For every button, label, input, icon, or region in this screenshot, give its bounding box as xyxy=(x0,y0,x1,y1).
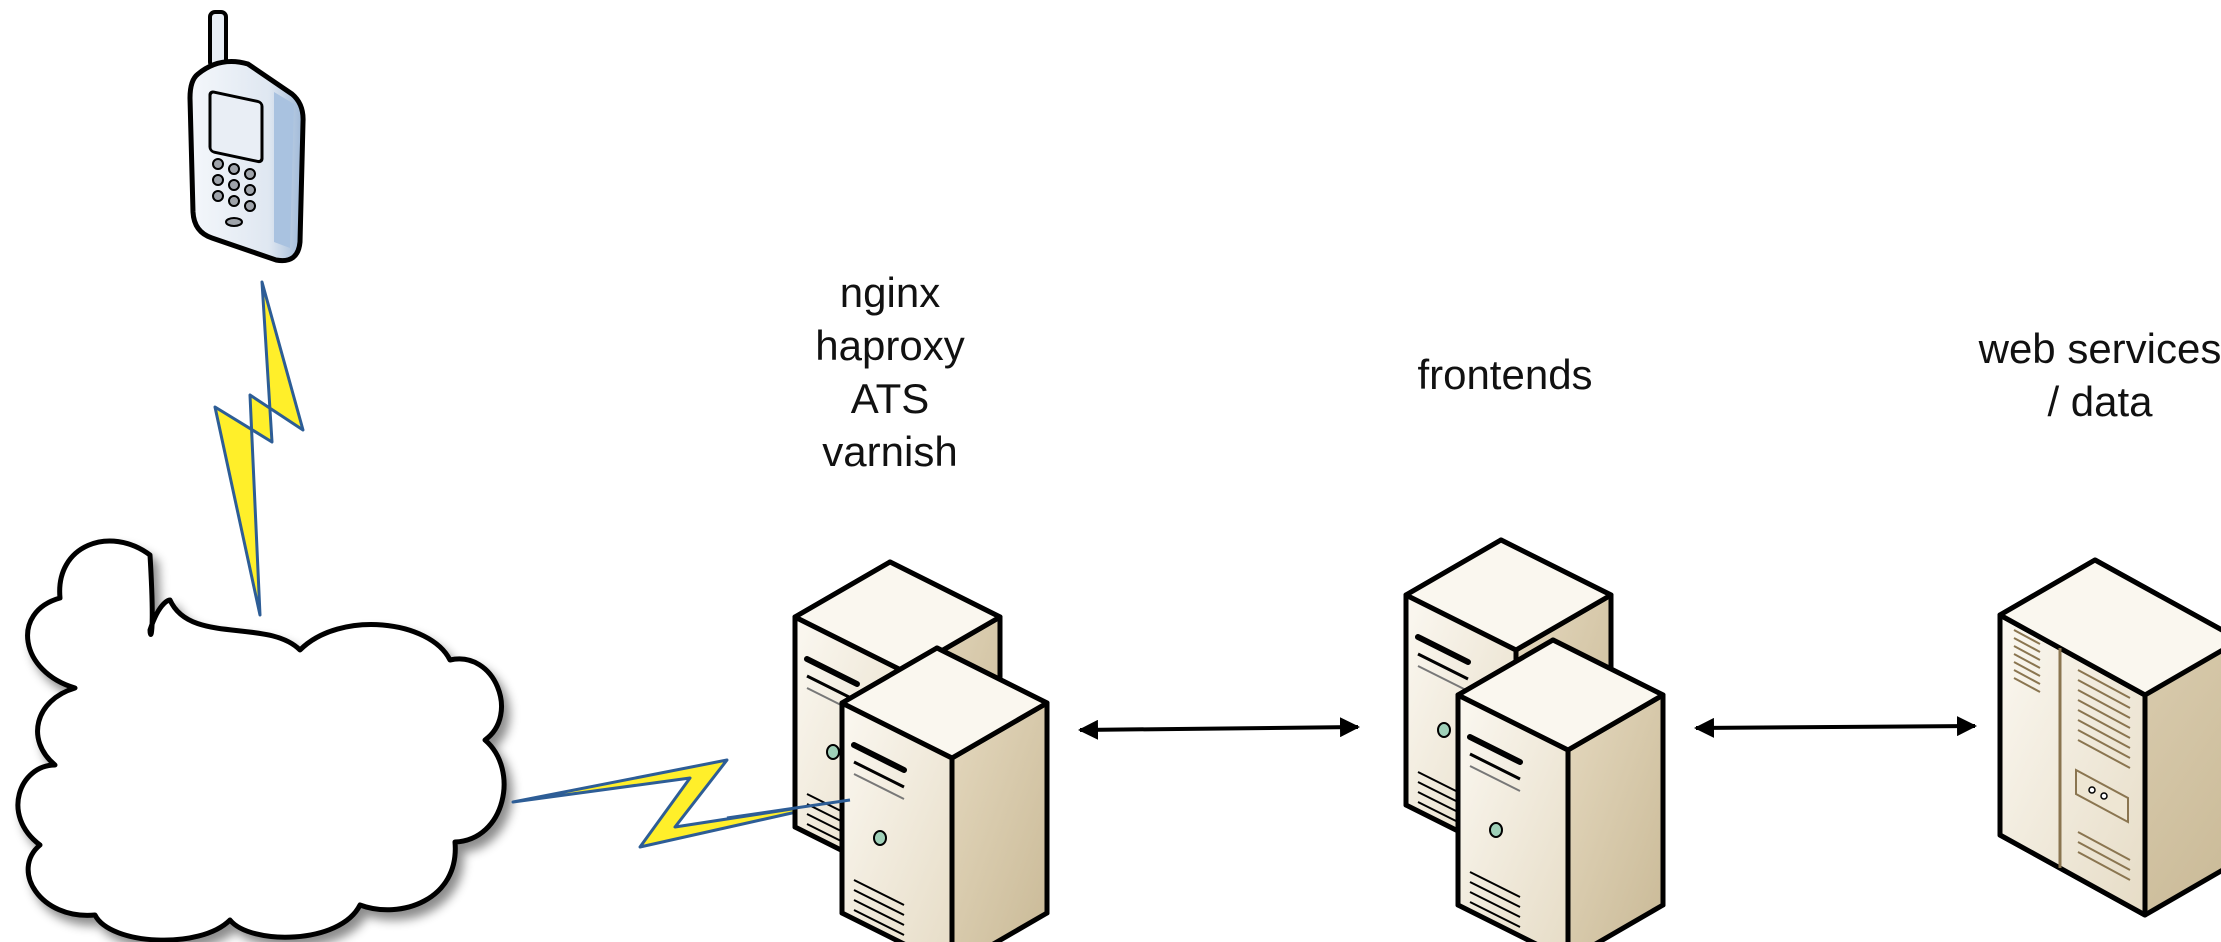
frontend-servers-icon xyxy=(1406,540,1663,942)
proxy-label-line: ATS xyxy=(850,375,930,422)
proxy-label-line: nginx xyxy=(839,269,941,316)
tower-server-icon xyxy=(1997,557,2221,918)
internet-cloud-icon xyxy=(15,538,507,942)
services-label-line: / data xyxy=(2047,378,2153,425)
proxy-tier-label: nginx haproxy ATS varnish xyxy=(790,266,990,478)
lightning-link-icon-top xyxy=(213,280,305,617)
frontends-tier-label: frontends xyxy=(1380,348,1630,401)
mobile-phone-icon xyxy=(187,10,306,264)
bidirectional-arrow-frontends-services xyxy=(1694,716,1977,738)
frontends-label-line: frontends xyxy=(1417,351,1593,398)
services-tier-label: web services / data xyxy=(1900,322,2221,428)
proxy-servers-icon xyxy=(795,562,1047,942)
services-label-line: web services xyxy=(1978,325,2221,372)
proxy-label-line: haproxy xyxy=(815,322,965,369)
proxy-label-line: varnish xyxy=(822,428,958,475)
bidirectional-arrow-proxies-frontends xyxy=(1078,717,1360,740)
